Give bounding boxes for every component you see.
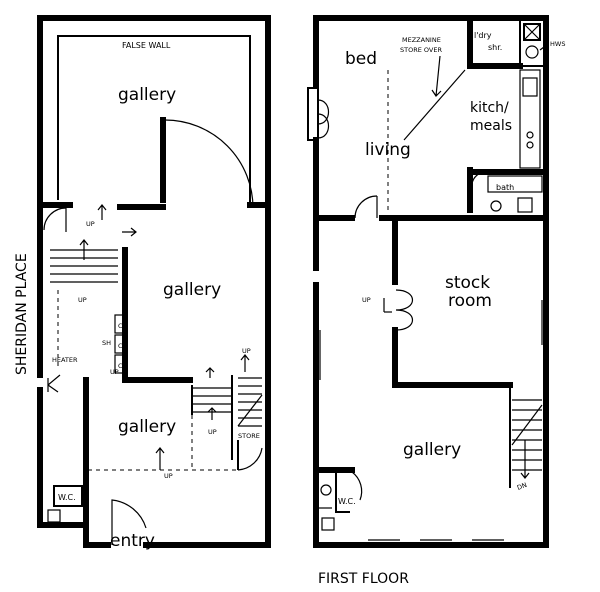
bath-label: bath	[496, 183, 514, 192]
false-wall-label: FALSE WALL	[122, 41, 171, 50]
shr-label: shr.	[488, 43, 502, 52]
dn-label: DN	[516, 481, 528, 492]
entry-label: entry	[110, 531, 155, 551]
stock-room-wall	[392, 327, 513, 388]
first-floor-plan	[307, 15, 549, 548]
mezzanine-arrow	[431, 55, 442, 97]
up-label: UP	[86, 220, 95, 228]
heater-label: HEATER	[52, 356, 78, 364]
cooktop	[526, 141, 534, 149]
cupboard-label: C	[118, 322, 123, 330]
store-over-label: STORE OVER	[400, 46, 442, 54]
room-label: room	[448, 291, 492, 311]
store-door-arc	[237, 447, 263, 471]
first-floor-label: FIRST FLOOR	[318, 571, 409, 587]
up-arrows	[79, 204, 250, 470]
gallery-top-label: gallery	[118, 85, 176, 105]
cupboard-label: C	[118, 362, 123, 370]
wc-door-arc	[351, 471, 363, 501]
sh-label: SH	[102, 339, 111, 347]
heater-icon	[47, 374, 61, 393]
hws-pointer	[539, 43, 549, 51]
stock-room-door	[395, 289, 414, 331]
up-label: UP	[164, 472, 173, 480]
sheridan-place-label: SHERIDAN PLACE	[14, 253, 30, 375]
ground-floor-plan	[37, 15, 271, 548]
false-wall-line	[57, 35, 251, 205]
up-label: UP	[208, 428, 217, 436]
wc-toilet	[321, 517, 335, 531]
door-swing-arc	[43, 207, 67, 231]
wc-right-label: W.C.	[338, 497, 356, 506]
wc-fixture	[47, 509, 61, 523]
kitchen-sink	[522, 77, 538, 97]
mezzanine-label: MEZZANINE	[402, 36, 441, 44]
stair-right	[509, 385, 543, 488]
kitch-label: kitch/	[470, 100, 509, 116]
door-swing-arc	[164, 119, 254, 209]
up-right-label: UP	[362, 296, 371, 304]
wc-box	[53, 485, 83, 507]
gallery-mid-label: gallery	[163, 280, 221, 300]
mezzanine-diagonal	[403, 69, 466, 141]
left-wall-outer-top	[37, 15, 271, 213]
meals-label: meals	[470, 118, 512, 134]
gallery-right-label: gallery	[403, 440, 461, 460]
laundry-cross	[523, 23, 541, 41]
window-casement	[317, 99, 330, 139]
stair-bottom	[191, 375, 263, 460]
up-label: UP	[78, 296, 87, 304]
bay-window	[307, 87, 319, 141]
gallery-bottom-label: gallery	[118, 417, 176, 437]
up-label: UP	[110, 368, 119, 376]
hws-tank	[525, 45, 539, 59]
laundry-tub	[523, 23, 541, 41]
living-label: living	[365, 140, 411, 160]
bed-label: bed	[345, 49, 377, 69]
wc-right-wall	[335, 472, 350, 513]
cooktop	[526, 131, 534, 139]
hws-label: HWS	[550, 40, 565, 48]
basin	[490, 200, 502, 212]
door-swing-arc	[354, 195, 378, 219]
bath-door-arc	[471, 171, 487, 185]
cupboard	[114, 354, 126, 374]
wc-basin	[320, 484, 332, 496]
wc-left-label: W.C.	[58, 493, 76, 502]
cupboard-label: C	[118, 342, 123, 350]
bath-tub	[487, 175, 543, 193]
entry-door	[111, 499, 147, 545]
ldry-label: l'dry	[474, 31, 492, 40]
up-label: UP	[242, 347, 251, 355]
stock-label: stock	[445, 273, 490, 293]
store-label: STORE	[238, 432, 260, 440]
cupboard	[114, 334, 126, 354]
stair-left	[50, 249, 118, 283]
toilet	[517, 197, 533, 213]
cupboard	[114, 314, 126, 334]
kitchen-bench	[519, 69, 541, 169]
